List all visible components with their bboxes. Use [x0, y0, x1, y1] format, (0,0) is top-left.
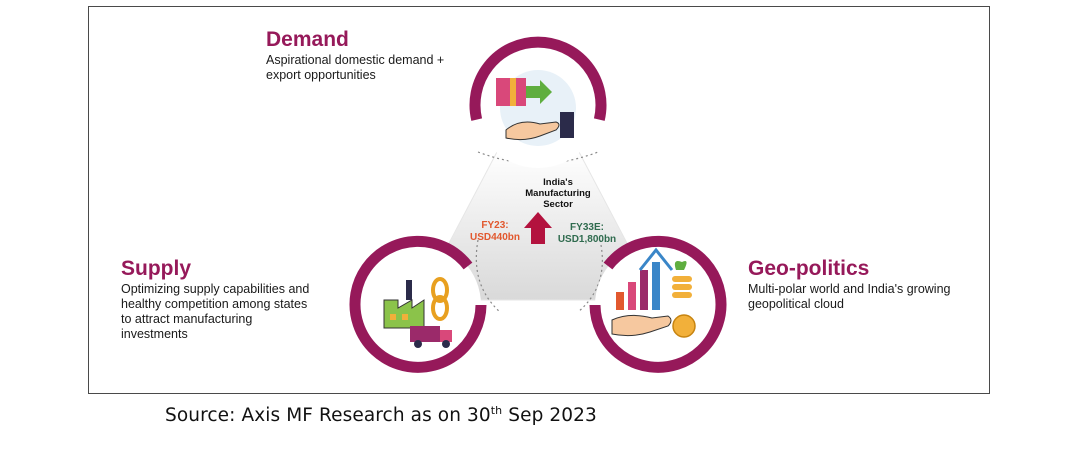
geopolitics-description: Multi-polar world and India's growing ge…	[748, 282, 950, 312]
demand-line-2: export opportunities	[266, 68, 376, 82]
source-note: Source: Axis MF Research as on 30th Sep …	[165, 405, 597, 426]
center-label: India's Manufacturing Sector	[522, 177, 594, 210]
center-line-2: Manufacturing	[525, 188, 591, 199]
fy23-label: FY23: USD440bn	[463, 220, 527, 244]
center-line-1: India's	[543, 177, 573, 188]
demand-description: Aspirational domestic demand + export op…	[266, 53, 444, 83]
factory-truck-icon	[383, 277, 452, 348]
dotted-connector-right	[577, 239, 603, 313]
supply-line-3: to attract manufacturing	[121, 312, 253, 326]
fy33-title: FY33E:	[570, 222, 604, 233]
demand-title: Demand	[266, 28, 349, 51]
center-line-3: Sector	[543, 199, 573, 210]
demand-line-1: Aspirational domestic demand +	[266, 53, 445, 67]
supply-line-2: healthy competition among states	[121, 297, 308, 311]
fy33-value: USD1,800bn	[557, 234, 617, 245]
geopolitics-line-1: Multi-polar world and India's growing	[748, 282, 951, 296]
fy23-title: FY23:	[481, 220, 509, 231]
growth-arrow	[524, 212, 552, 244]
fy23-value: USD440bn	[469, 232, 520, 243]
supply-line-1: Optimizing supply capabilities and	[121, 282, 310, 296]
supply-title: Supply	[121, 257, 192, 280]
supply-description: Optimizing supply capabilities and healt…	[121, 282, 309, 342]
fy33-label: FY33E: USD1,800bn	[552, 222, 622, 246]
supply-line-4: investments	[121, 327, 188, 341]
dotted-connector-left	[475, 239, 501, 313]
growth-chart-icon	[611, 247, 696, 338]
source-suffix: Sep 2023	[502, 405, 597, 426]
geopolitics-title: Geo-politics	[748, 257, 870, 280]
manufacturing-diagram	[349, 36, 727, 373]
box-hand-icon	[496, 70, 576, 146]
source-prefix: Source: Axis MF Research as on 30	[165, 405, 491, 426]
source-sup: th	[490, 403, 503, 417]
geopolitics-line-2: geopolitical cloud	[748, 297, 844, 311]
